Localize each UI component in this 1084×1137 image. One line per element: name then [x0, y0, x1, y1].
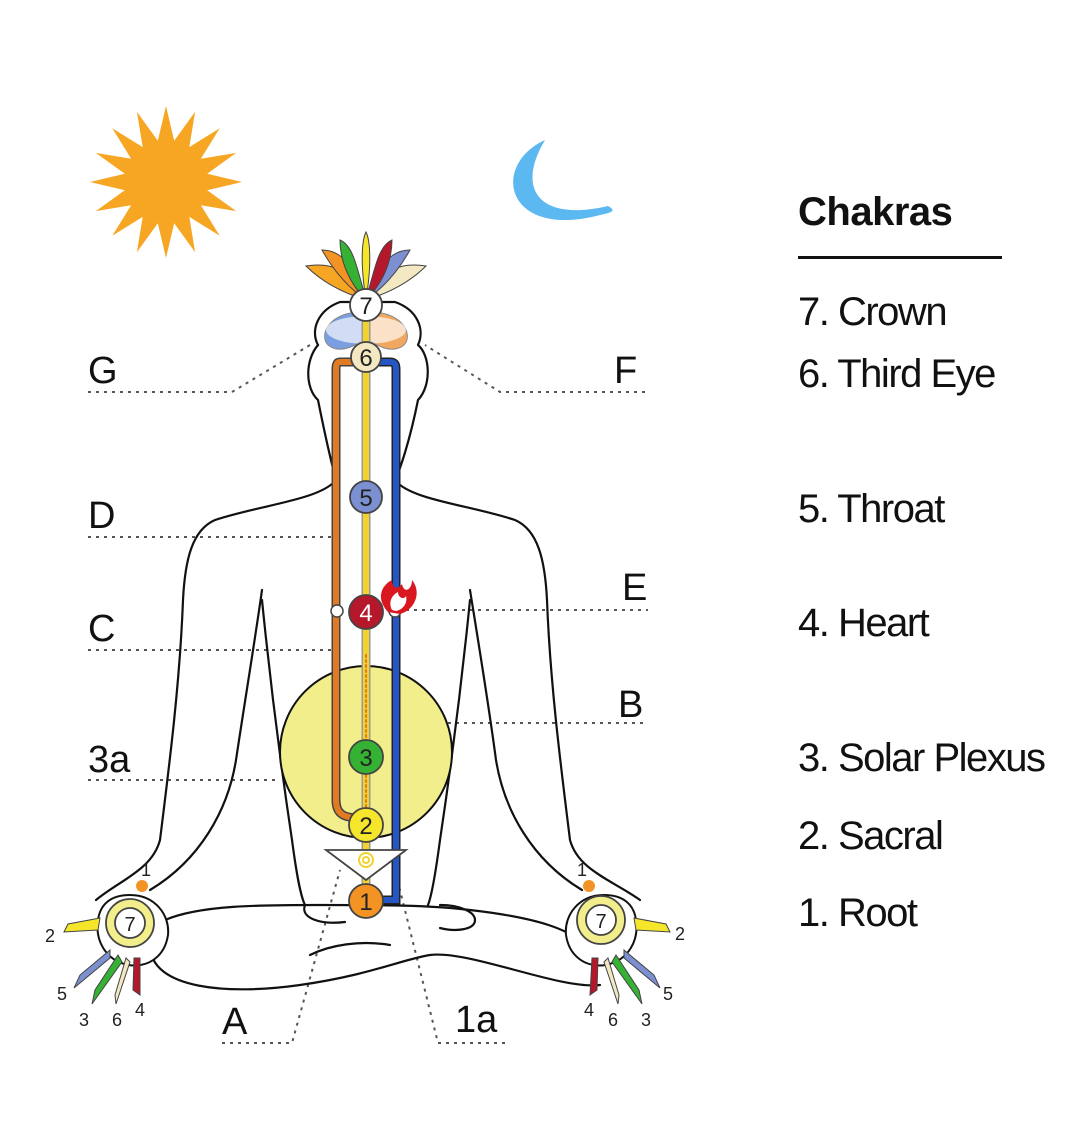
chakra-4: 4	[348, 594, 384, 630]
callout-C: C	[88, 608, 115, 650]
callout-labels: G F D E C B 3a A 1a	[88, 350, 647, 1043]
right-hand: 7 1 2 5 3 6 4	[564, 860, 685, 1030]
body-chakras: 7 6 5 4 3 2 1	[348, 288, 384, 919]
right-finger-label-4: 4	[584, 1000, 594, 1020]
body-outline	[94, 300, 642, 991]
chakra-6-label: 6	[359, 345, 372, 372]
left-finger-label-3: 3	[79, 1010, 89, 1030]
legend-item-crown: 7. Crown	[798, 290, 948, 334]
callout-3a: 3a	[88, 739, 131, 781]
flame-icon	[380, 580, 417, 614]
chakra-3: 3	[348, 739, 384, 775]
left-finger-label-5: 5	[57, 984, 67, 1004]
legend-item-solar-plexus: 3. Solar Plexus	[798, 736, 1046, 780]
moon-icon	[513, 140, 613, 221]
left-finger-label-2: 2	[45, 926, 55, 946]
callout-G: G	[88, 350, 118, 392]
chakra-2-label: 2	[359, 813, 372, 840]
legend-item-root: 1. Root	[798, 891, 918, 935]
chakra-5: 5	[349, 480, 383, 514]
callout-B: B	[618, 684, 643, 726]
kundalini-triangle-icon	[323, 849, 409, 882]
left-hand: 7 1 2 5 3 6 4	[45, 860, 170, 1030]
right-palm-label: 7	[595, 911, 606, 933]
callout-E: E	[622, 567, 647, 609]
chakra-1: 1	[348, 883, 384, 919]
right-finger-dot-1	[583, 880, 595, 892]
sun-icon	[90, 106, 242, 258]
chakra-1-label: 1	[359, 889, 372, 916]
legend-item-sacral: 2. Sacral	[798, 814, 944, 858]
right-finger-label-5: 5	[663, 984, 673, 1004]
callout-D: D	[88, 495, 115, 537]
lotus-crown-icon	[304, 230, 428, 302]
legend-item-third-eye: 6. Third Eye	[798, 352, 996, 396]
chakra-5-label: 5	[359, 485, 372, 512]
chakra-4-label: 4	[359, 600, 372, 627]
chakra-7: 7	[349, 288, 383, 322]
chakra-6: 6	[350, 341, 382, 373]
right-finger-label-6: 6	[608, 1010, 618, 1030]
chakra-2: 2	[348, 807, 384, 843]
legend-item-heart: 4. Heart	[798, 601, 930, 645]
left-finger-label-4: 4	[135, 1000, 145, 1020]
callout-1a: 1a	[455, 999, 498, 1041]
right-finger-label-2: 2	[675, 924, 685, 944]
left-finger-dot-1	[136, 880, 148, 892]
junction-dot-left	[330, 604, 344, 618]
chakra-3-label: 3	[359, 745, 372, 772]
right-finger-label-3: 3	[641, 1010, 651, 1030]
callout-F: F	[614, 350, 637, 392]
left-palm-label: 7	[124, 914, 135, 936]
legend-divider	[798, 256, 1002, 259]
legend-title: Chakras	[798, 190, 953, 234]
legend-item-throat: 5. Throat	[798, 487, 945, 531]
right-finger-label-1: 1	[577, 860, 587, 880]
chakra-7-label: 7	[359, 293, 372, 320]
left-finger-label-1: 1	[141, 860, 151, 880]
left-finger-label-6: 6	[112, 1010, 122, 1030]
callout-A: A	[222, 1001, 248, 1043]
